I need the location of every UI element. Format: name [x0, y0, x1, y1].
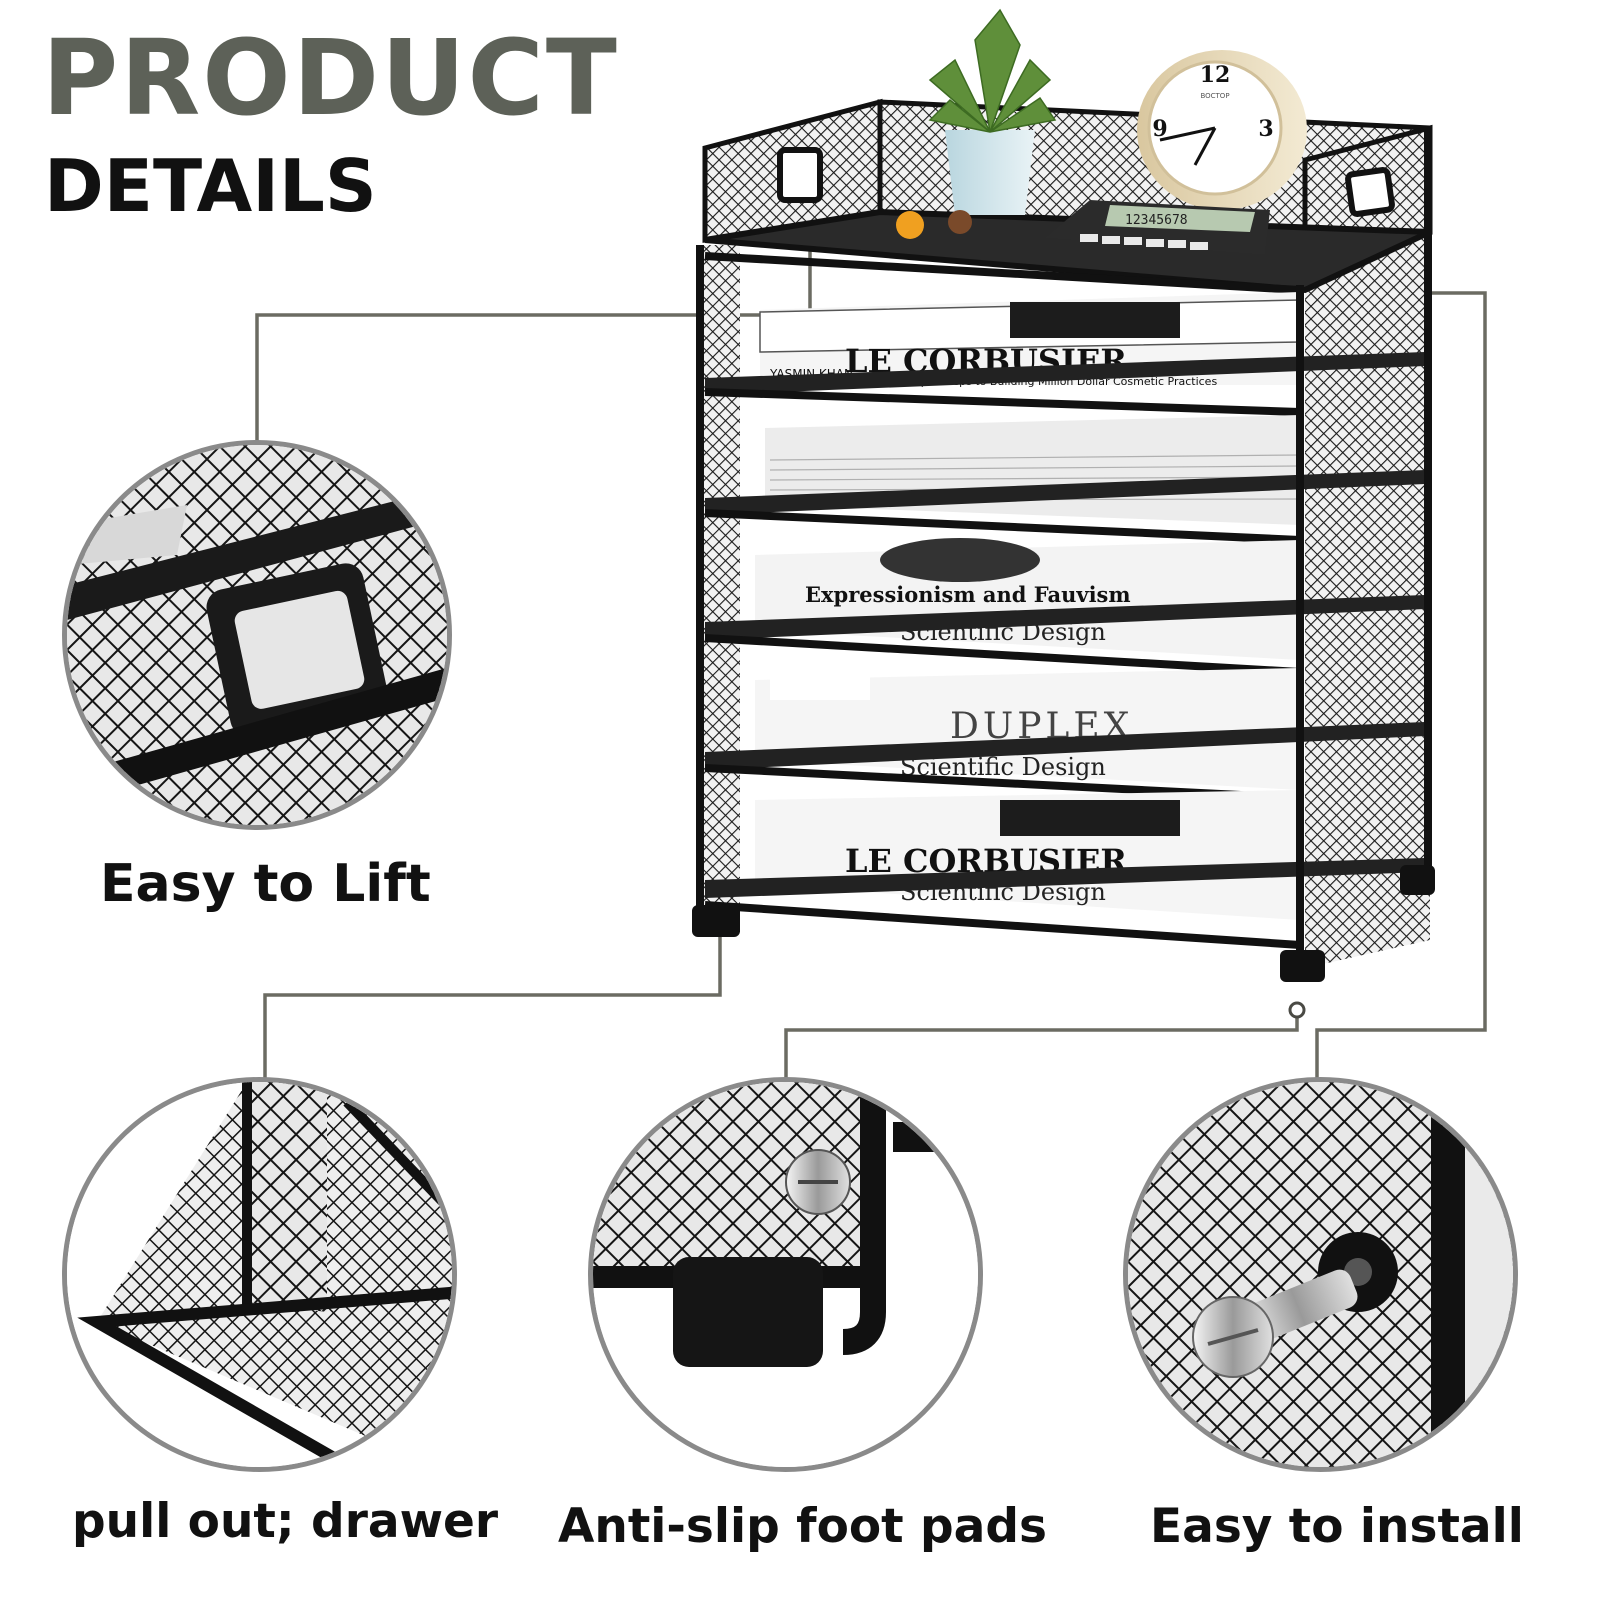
calculator-display: 12345678: [1125, 213, 1188, 228]
detail-circle-drawer: [62, 1077, 457, 1472]
detail-circle-foot-pads: [588, 1077, 983, 1472]
feature-label-install: Easy to install: [1150, 1499, 1524, 1554]
detail-circle-handle: [62, 440, 452, 830]
feature-label-drawer: pull out; drawer: [72, 1494, 499, 1549]
desk-items: 12 9 3 BOCTOP 12345678: [896, 8, 1307, 255]
svg-text:3: 3: [1258, 116, 1273, 142]
organizer-body: LE CORBUSIER YASMIN KHAN Simple Steps to…: [692, 98, 1435, 982]
foot-pad-closeup: [593, 1082, 978, 1467]
drawer-closeup: [67, 1082, 452, 1467]
clock-brand: BOCTOP: [1200, 92, 1229, 100]
svg-text:12: 12: [1200, 62, 1231, 88]
book-2-title: Expressionism and Fauvism: [805, 582, 1131, 607]
feature-label-lift: Easy to Lift: [100, 854, 431, 914]
page-title: PRODUCT: [42, 17, 619, 139]
svg-text:9: 9: [1152, 116, 1167, 142]
screw-closeup: [1128, 1082, 1513, 1467]
handle-closeup: [67, 445, 447, 825]
feature-label-foot-pads: Anti-slip foot pads: [558, 1499, 1047, 1554]
callout-dot-foot: [1288, 1001, 1306, 1019]
page-subtitle: DETAILS: [44, 144, 377, 228]
detail-circle-install: [1123, 1077, 1518, 1472]
